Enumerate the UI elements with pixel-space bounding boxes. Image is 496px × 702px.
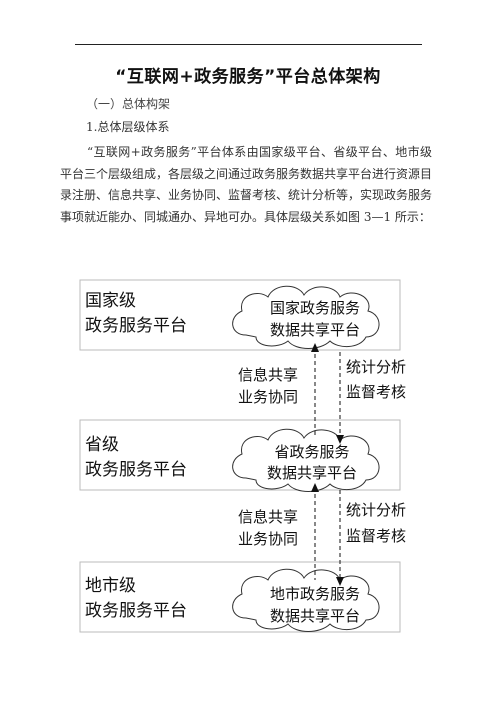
level-title-provincial-1: 省级 (85, 435, 119, 455)
link2-left-1: 信息共享 (238, 508, 298, 526)
level-title-national-2: 政务服务平台 (85, 316, 187, 336)
cloud-national (232, 285, 380, 349)
link1-left-1: 信息共享 (238, 366, 298, 384)
link1-right-1: 统计分析 (346, 358, 406, 376)
level-box-municipal (79, 561, 401, 633)
level-title-provincial-2: 政务服务平台 (85, 460, 187, 480)
level-box-provincial (79, 419, 401, 491)
level-title-municipal-2: 政务服务平台 (85, 601, 187, 621)
header-rule (75, 44, 422, 45)
subsection-heading: 1.总体层级体系 (86, 120, 170, 134)
level-title-national-1: 国家级 (85, 291, 136, 311)
cloud-provincial-label-1: 省政务服务 (274, 443, 349, 461)
link2-right-1: 统计分析 (346, 501, 406, 519)
level-box-national (79, 279, 401, 351)
section-heading: （一）总体构架 (86, 97, 171, 111)
link2-right-2: 监督考核 (346, 527, 406, 545)
body-paragraph: “互联网+政务服务”平台体系由国家级平台、省级平台、地市级平台三个层级组成，各层… (60, 145, 433, 224)
cloud-municipal-label-1: 地市政务服务 (270, 585, 360, 603)
link1-left-2: 业务协同 (238, 388, 298, 406)
cloud-national-label-2: 数据共享平台 (270, 321, 360, 339)
link2-left-2: 业务协同 (238, 530, 298, 548)
cloud-municipal-label-2: 数据共享平台 (270, 607, 360, 625)
link1-right-2: 监督考核 (346, 383, 406, 401)
level-title-municipal-1: 地市级 (85, 576, 136, 596)
cloud-provincial-label-2: 数据共享平台 (267, 464, 357, 482)
cloud-provincial (232, 428, 380, 492)
cloud-national-label-1: 国家政务服务 (270, 299, 360, 317)
document-title: “互联网+政务服务”平台总体架构 (115, 67, 381, 87)
